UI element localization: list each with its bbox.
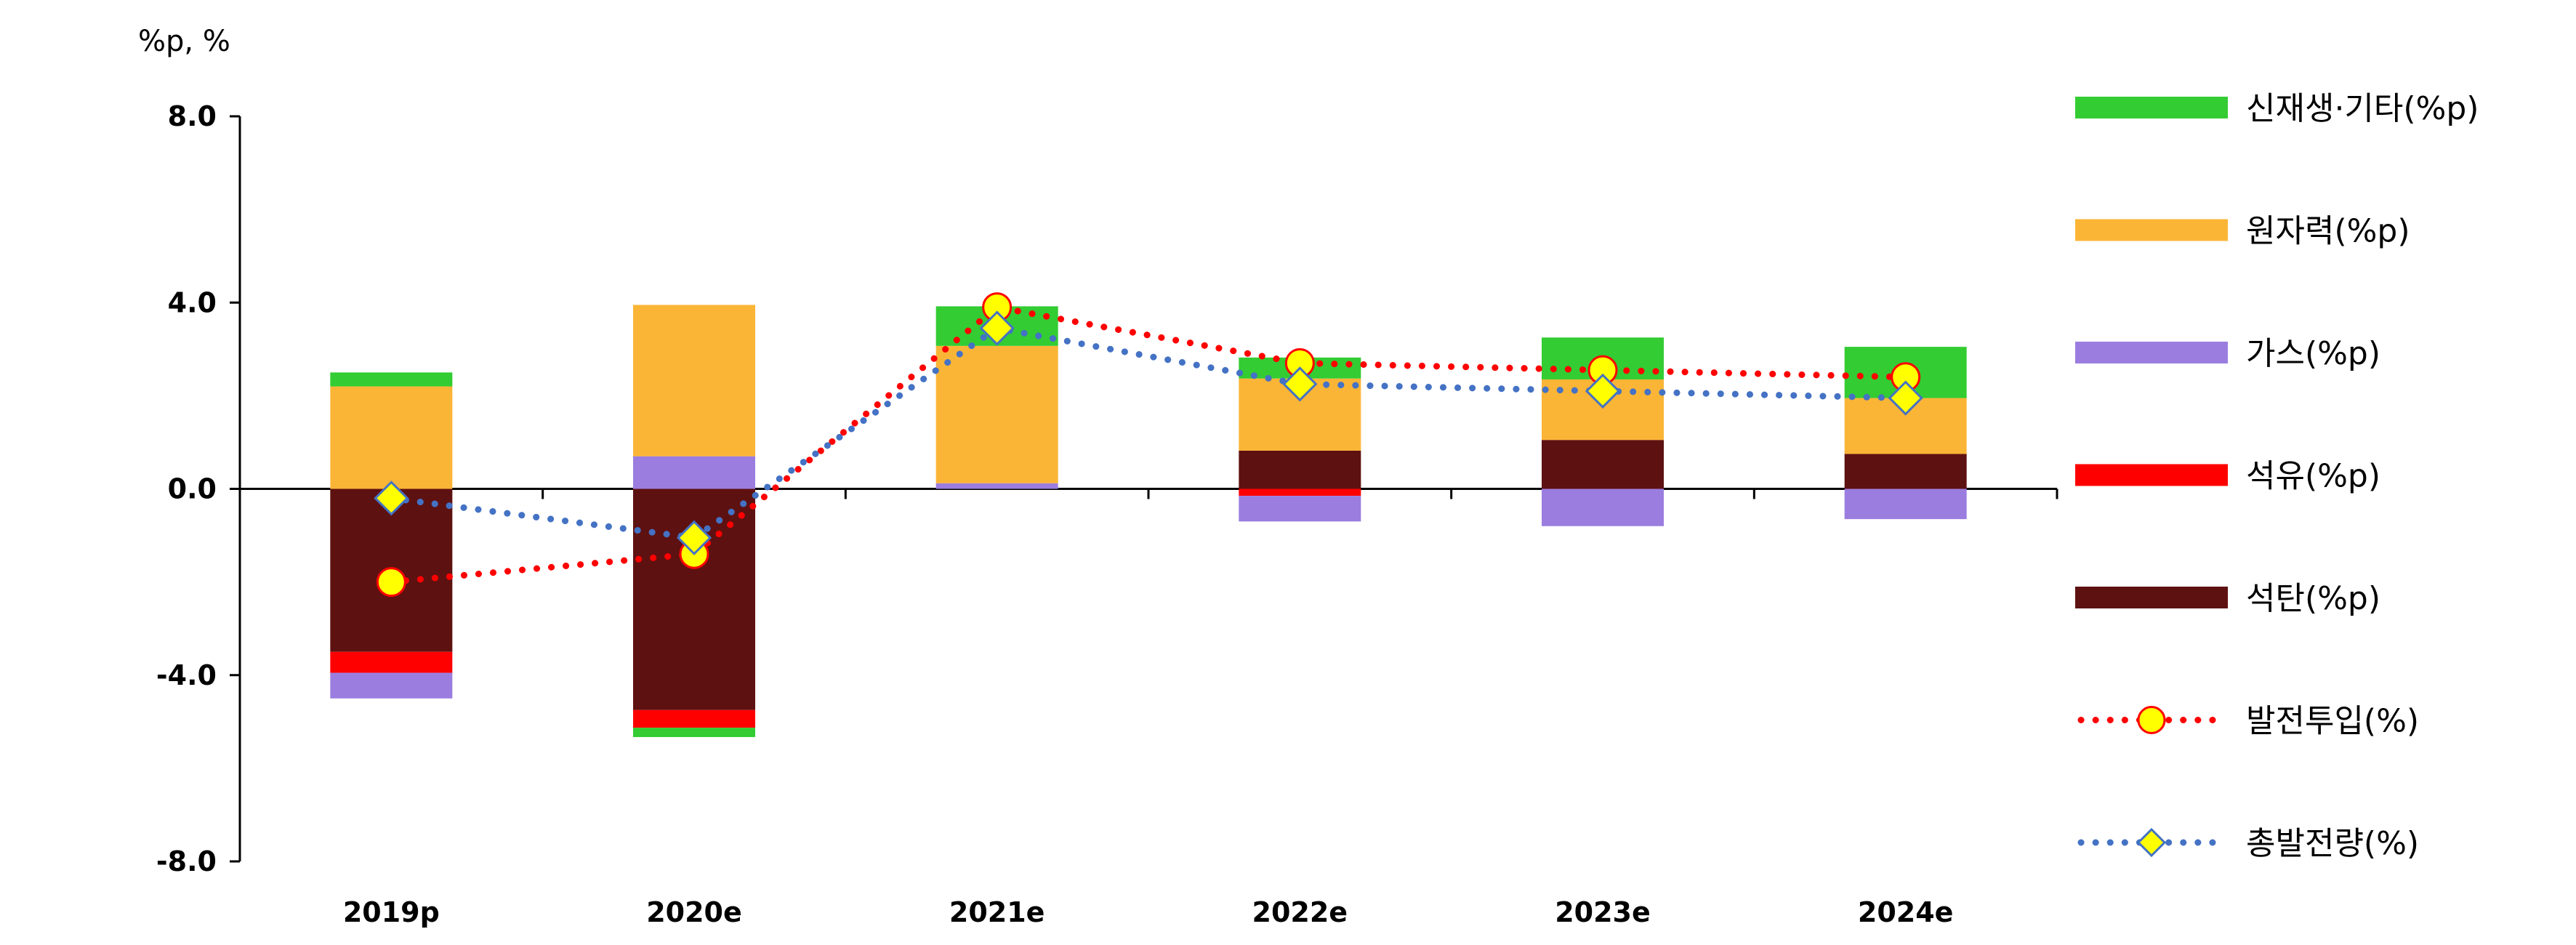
bars xyxy=(330,305,1967,737)
bar-segment xyxy=(633,305,755,457)
bar-segment xyxy=(935,483,1058,489)
legend-swatch xyxy=(2075,97,2228,118)
bar-segment xyxy=(1844,488,1967,520)
legend-label: 발전투입(%) xyxy=(2246,703,2419,740)
line-marker xyxy=(979,310,1015,346)
y-axis-unit-label: %p, % xyxy=(138,25,230,58)
legend-label: 총발전량(%) xyxy=(2246,825,2419,862)
x-tick-label: 2020e xyxy=(646,896,742,928)
bar-segment xyxy=(330,672,453,699)
legend-label: 신재생·기타(%p) xyxy=(2246,90,2479,127)
x-tick-label: 2023e xyxy=(1555,896,1651,928)
x-tick-label: 2024e xyxy=(1858,896,1954,928)
y-tick-labels: 8.0 4.0 0.0 -4.0 -8.0 xyxy=(156,100,217,877)
bar-segment xyxy=(1542,488,1664,526)
legend-swatch xyxy=(2075,342,2228,363)
x-tick-label: 2021e xyxy=(949,896,1045,928)
line-marker xyxy=(1888,380,1923,416)
series-line xyxy=(387,303,1909,586)
legend-label: 석유(%p) xyxy=(2246,458,2380,495)
legend-swatch xyxy=(2075,464,2228,486)
axes xyxy=(230,115,2058,863)
x-tick-label: 2019p xyxy=(343,896,440,928)
legend-label: 가스(%p) xyxy=(2246,335,2380,372)
bar-segment xyxy=(1542,440,1664,489)
bar-segment xyxy=(330,651,453,673)
bar-segment xyxy=(1239,488,1361,496)
series-line xyxy=(387,324,1909,542)
line-marker xyxy=(376,567,406,598)
line-marker xyxy=(676,520,712,555)
bar-segment xyxy=(633,456,755,489)
x-tick-label: 2022e xyxy=(1252,896,1348,928)
y-tick-label: 0.0 xyxy=(168,473,217,505)
bar-segment xyxy=(330,372,453,387)
legend: 신재생·기타(%p) 원자력(%p) 가스(%p) 석유(%p) 석탄(%p) 발전투입(… xyxy=(2075,90,2479,862)
bar-segment xyxy=(1239,450,1361,489)
line-marker xyxy=(1585,373,1621,409)
bar-segment xyxy=(1844,454,1967,489)
bar-segment xyxy=(935,345,1058,483)
line-marker xyxy=(1282,366,1318,402)
y-tick-label: -8.0 xyxy=(156,845,217,877)
y-tick-label: -4.0 xyxy=(156,659,217,691)
bar-segment xyxy=(633,709,755,728)
bar-segment xyxy=(330,386,453,489)
bar-segment xyxy=(1239,496,1361,522)
legend-label: 석탄(%p) xyxy=(2246,580,2380,617)
x-tick-labels: 2019p 2020e 2021e 2022e 2023e 2024e xyxy=(343,896,1954,928)
y-tick-label: 8.0 xyxy=(168,100,217,132)
legend-swatch xyxy=(2075,587,2228,608)
line-marker xyxy=(374,480,409,516)
legend-marker xyxy=(2136,827,2167,858)
bar-segment xyxy=(633,728,755,737)
line-series xyxy=(374,292,1923,598)
legend-marker xyxy=(2137,706,2166,734)
legend-label: 원자력(%p) xyxy=(2246,213,2410,250)
legend-swatch xyxy=(2075,219,2228,241)
y-tick-label: 4.0 xyxy=(168,286,217,318)
